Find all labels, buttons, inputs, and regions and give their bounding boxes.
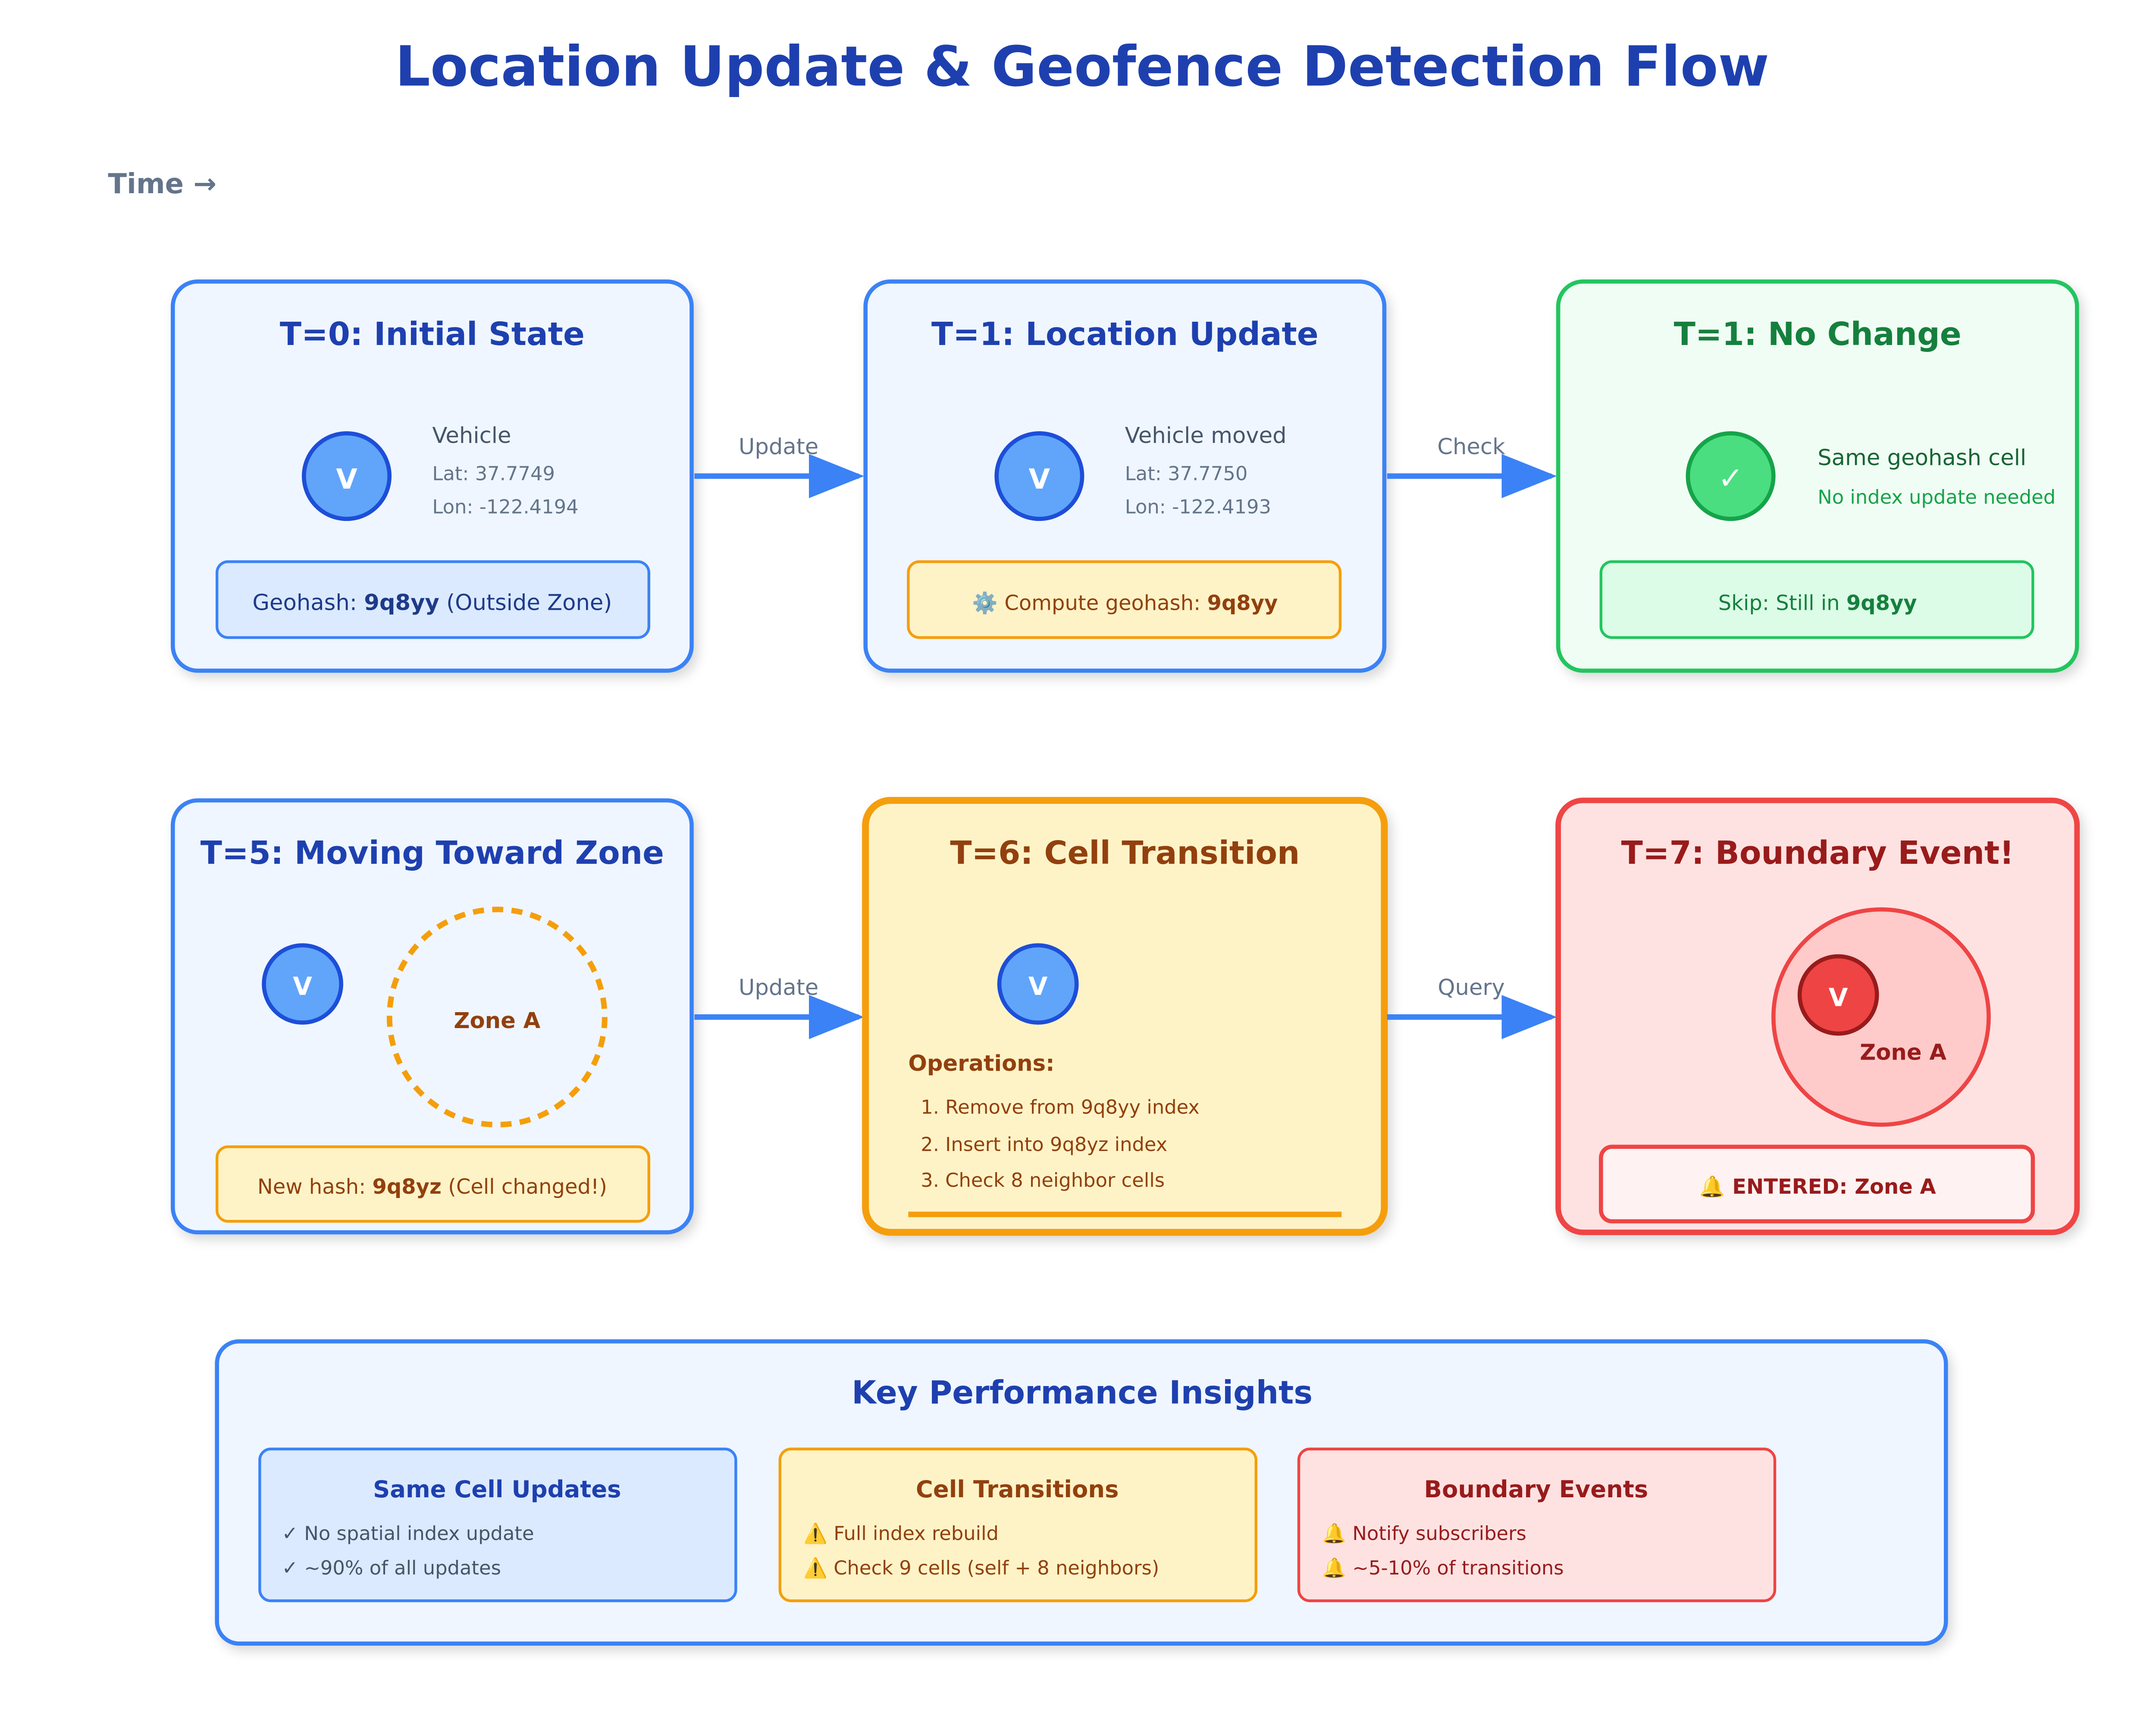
status-sublabel: No index update needed	[1818, 486, 2056, 508]
geohash-value: 9q8yy	[1846, 591, 1917, 615]
svg-text:Skip: Still in 9q8yy: Skip: Still in 9q8yy	[1718, 591, 1917, 615]
vehicle-letter: V	[1829, 983, 1848, 1012]
vehicle-label: Vehicle	[432, 423, 511, 448]
arrow-label: Update	[739, 975, 818, 1000]
panel-title: T=7: Boundary Event!	[1621, 835, 2014, 872]
panel-t5-moving-toward-zone: T=5: Moving Toward Zone V Zone A New has…	[171, 798, 694, 1235]
warning-icon: ⚠️	[803, 1556, 827, 1579]
vehicle-letter: V	[336, 464, 357, 496]
vehicle-letter: V	[1029, 464, 1050, 496]
panel-title: T=6: Cell Transition	[950, 835, 1300, 872]
latitude-readout: Lat: 37.7750	[1125, 462, 1248, 485]
card-title: Cell Transitions	[916, 1476, 1119, 1503]
arrow-update-1: Update	[694, 434, 864, 499]
checkmark-icon: ✓	[282, 1522, 298, 1545]
entered-zone-box: 🔔 ENTERED: Zone A	[1599, 1145, 2035, 1223]
svg-text:⚠️ Full index rebuild: ⚠️ Full index rebuild	[803, 1522, 999, 1545]
panel-t7-boundary-event: T=7: Boundary Event! V Zone A 🔔 ENTERED:…	[1555, 797, 2080, 1235]
card-line: ~90% of all updates	[298, 1556, 501, 1579]
svg-text:🔔 ~5-10% of transitions: 🔔 ~5-10% of transitions	[1322, 1556, 1564, 1579]
card-line: Full index rebuild	[827, 1522, 999, 1545]
geohash-value: 9q8yy	[364, 590, 439, 615]
new-hash-box: New hash: 9q8yz (Cell changed!)	[215, 1145, 650, 1223]
longitude-readout: Lon: -122.4193	[1125, 495, 1271, 518]
operation-step: 3. Check 8 neighbor cells	[921, 1169, 1165, 1192]
vehicle-marker: V	[997, 943, 1079, 1025]
longitude-readout: Lon: -122.4194	[432, 495, 578, 518]
bell-icon: 🔔	[1322, 1556, 1346, 1579]
zone-label: Zone A	[454, 1008, 540, 1034]
svg-text:✓ ~90% of all updates: ✓ ~90% of all updates	[282, 1556, 501, 1579]
panel-title: T=1: Location Update	[931, 316, 1319, 353]
insight-card-boundary-events: Boundary Events 🔔 Notify subscribers 🔔 ~…	[1297, 1447, 1777, 1603]
operation-step: 1. Remove from 9q8yy index	[921, 1095, 1200, 1118]
compute-prefix: Compute geohash:	[998, 591, 1207, 615]
card-title: Boundary Events	[1424, 1476, 1648, 1503]
panel-title: T=5: Moving Toward Zone	[201, 835, 664, 872]
insight-card-cell-transitions: Cell Transitions ⚠️ Full index rebuild ⚠…	[778, 1447, 1257, 1603]
insights-title: Key Performance Insights	[852, 1374, 1313, 1411]
insight-card-same-cell: Same Cell Updates ✓ No spatial index upd…	[258, 1447, 737, 1603]
vehicle-letter: V	[293, 972, 312, 1001]
entered-text: ENTERED: Zone A	[1725, 1175, 1936, 1199]
bell-icon: 🔔	[1699, 1175, 1725, 1199]
svg-text:Geohash: 9q8yy (Outside Zone): Geohash: 9q8yy (Outside Zone)	[252, 590, 612, 615]
new-hash-suffix: (Cell changed!)	[442, 1175, 607, 1199]
geohash-prefix: Geohash:	[252, 590, 364, 615]
insights-panel: Key Performance Insights Same Cell Updat…	[215, 1339, 1948, 1646]
card-line: No spatial index update	[298, 1522, 534, 1545]
new-hash-prefix: New hash:	[257, 1175, 373, 1199]
arrow-query: Query	[1387, 975, 1557, 1039]
vehicle-marker: V	[302, 431, 392, 521]
status-label: Same geohash cell	[1818, 445, 2026, 470]
time-axis-label: Time →	[108, 168, 216, 200]
zone-label: Zone A	[1860, 1040, 1946, 1066]
svg-text:🔔 Notify subscribers: 🔔 Notify subscribers	[1322, 1522, 1526, 1545]
panel-t1-location-update: T=1: Location Update V Vehicle moved Lat…	[863, 279, 1387, 673]
vehicle-marker: V	[262, 943, 343, 1025]
bell-icon: 🔔	[1322, 1522, 1346, 1545]
skip-box: Skip: Still in 9q8yy	[1599, 560, 2034, 639]
vehicle-marker-alert: V	[1797, 954, 1879, 1036]
page-title: Location Update & Geofence Detection Flo…	[395, 34, 1769, 99]
checkmark-icon: ✓	[1686, 431, 1776, 521]
checkmark-glyph: ✓	[1718, 461, 1743, 496]
operation-step: 2. Insert into 9q8yz index	[921, 1133, 1167, 1156]
vehicle-letter: V	[1028, 972, 1048, 1001]
panel-t6-cell-transition: T=6: Cell Transition V Operations: 1. Re…	[862, 797, 1388, 1236]
arrow-check: Check	[1387, 434, 1557, 499]
arrow-update-2: Update	[694, 975, 864, 1039]
svg-text:New hash: 9q8yz (Cell changed!: New hash: 9q8yz (Cell changed!)	[257, 1175, 607, 1199]
arrow-label: Update	[739, 434, 818, 460]
vehicle-marker: V	[994, 431, 1084, 521]
skip-prefix: Skip: Still in	[1718, 591, 1846, 615]
svg-text:⚠️ Check 9 cells (self + 8 nei: ⚠️ Check 9 cells (self + 8 neighbors)	[803, 1556, 1159, 1579]
latitude-readout: Lat: 37.7749	[432, 462, 555, 485]
arrow-label: Check	[1437, 434, 1505, 460]
svg-text:⚙️ Compute geohash: 9q8yy: ⚙️ Compute geohash: 9q8yy	[972, 591, 1278, 615]
gear-icon: ⚙️	[972, 591, 998, 615]
warning-icon: ⚠️	[803, 1522, 827, 1545]
geohash-suffix: (Outside Zone)	[439, 590, 612, 615]
panel-title: T=1: No Change	[1674, 316, 1962, 353]
vehicle-label: Vehicle moved	[1125, 423, 1287, 448]
svg-text:✓ No spatial index update: ✓ No spatial index update	[282, 1522, 534, 1545]
checkmark-icon: ✓	[282, 1556, 298, 1579]
geohash-value: 9q8yy	[1207, 591, 1278, 615]
panel-title: T=0: Initial State	[280, 316, 585, 353]
operations-title: Operations:	[908, 1051, 1054, 1076]
geohash-box: Geohash: 9q8yy (Outside Zone)	[215, 560, 650, 639]
card-line: Notify subscribers	[1346, 1522, 1526, 1545]
card-title: Same Cell Updates	[373, 1476, 621, 1503]
card-line: ~5-10% of transitions	[1346, 1556, 1564, 1579]
svg-text:🔔 ENTERED: Zone A: 🔔 ENTERED: Zone A	[1699, 1175, 1936, 1199]
panel-t0-initial-state: T=0: Initial State V Vehicle Lat: 37.774…	[171, 279, 694, 673]
arrow-label: Query	[1438, 975, 1505, 1000]
geohash-value: 9q8yz	[373, 1175, 442, 1199]
card-line: Check 9 cells (self + 8 neighbors)	[827, 1556, 1159, 1579]
compute-geohash-box: ⚙️ Compute geohash: 9q8yy	[907, 560, 1342, 639]
panel-t1-no-change: T=1: No Change ✓ Same geohash cell No in…	[1556, 279, 2079, 673]
